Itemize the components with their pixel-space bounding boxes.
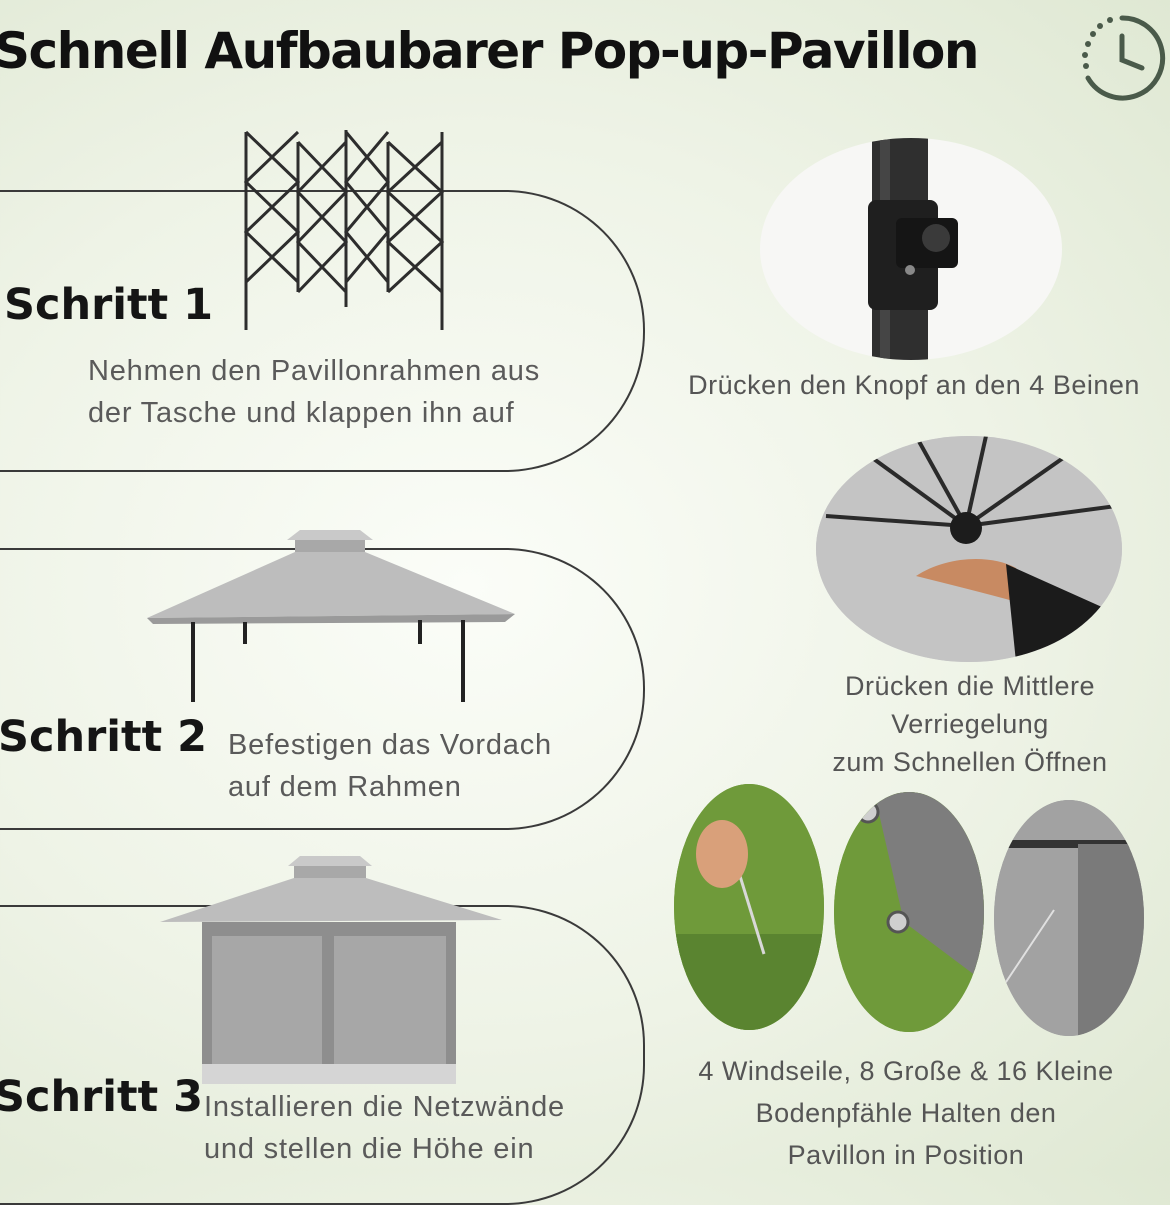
folded-frame-image [238, 122, 450, 334]
stakes-caption-line-1: 4 Windseile, 8 Große & 16 Kleine [698, 1056, 1114, 1086]
step-2-label: Schritt 2 [0, 712, 208, 762]
step-1-description-line-1: Nehmen den Pavillonrahmen aus [88, 355, 541, 387]
clock-icon [1078, 8, 1166, 108]
gazebo-canopy-image [145, 526, 517, 706]
step-3-description-line-1: Installieren die Netzwände [204, 1091, 565, 1123]
step-3-description-line-2: und stellen die Höhe ein [204, 1133, 535, 1165]
stakes-caption-line-3: Pavillon in Position [787, 1140, 1025, 1170]
center-lock-photo [816, 436, 1122, 662]
stakes-caption-line-2: Bodenpfähle Halten den [755, 1098, 1057, 1128]
stake-photo [674, 784, 824, 1030]
center-lock-caption-line-3: zum Schnellen Öffnen [832, 747, 1108, 777]
step-1-label: Schritt 1 [4, 280, 214, 330]
step-3-label: Schritt 3 [0, 1072, 204, 1122]
page-title: Schnell Aufbaubarer Pop-up-Pavillon [0, 22, 979, 80]
step-2-description-line-2: auf dem Rahmen [228, 771, 462, 803]
step-1-card [0, 190, 645, 472]
step-1-description-line-2: der Tasche und klappen ihn auf [88, 397, 515, 429]
wind-rope-photo [994, 800, 1144, 1036]
step-2-description-line-1: Befestigen das Vordach [228, 729, 552, 761]
center-lock-caption-line-2: Verriegelung [891, 709, 1049, 739]
leg-button-caption: Drücken den Knopf an den 4 Beinen [688, 370, 1140, 400]
leg-button-photo [760, 138, 1062, 360]
ground-peg-photo [834, 792, 984, 1032]
gazebo-net-walls-image [158, 852, 506, 1084]
center-lock-caption-line-1: Drücken die Mittlere [844, 671, 1096, 701]
